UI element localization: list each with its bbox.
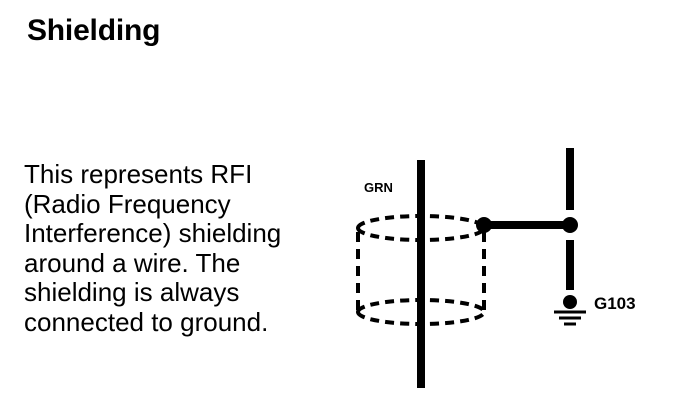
ground-eyelet-dot — [563, 295, 577, 309]
ground-symbol-icon — [554, 310, 586, 326]
ground-splice-dot — [562, 217, 578, 233]
page-title: Shielding — [27, 14, 161, 47]
description-line: shielding is always — [24, 277, 240, 307]
shield-top-rim-front — [356, 227, 486, 242]
description-line: around a wire. The — [24, 247, 241, 278]
description-line: (Radio Frequency — [24, 188, 231, 219]
ground-point-label: G103 — [594, 294, 636, 313]
shield-splice-dot — [476, 217, 492, 233]
description-line: connected to ground. — [24, 306, 269, 337]
description-line: Interference) shielding — [24, 218, 282, 248]
description-text: This represents RFI (Radio Frequency Int… — [24, 159, 344, 337]
description-line: This represents RFI — [24, 159, 253, 189]
shield-bottom-rim-front — [356, 311, 486, 326]
wire-color-label: GRN — [364, 180, 393, 195]
